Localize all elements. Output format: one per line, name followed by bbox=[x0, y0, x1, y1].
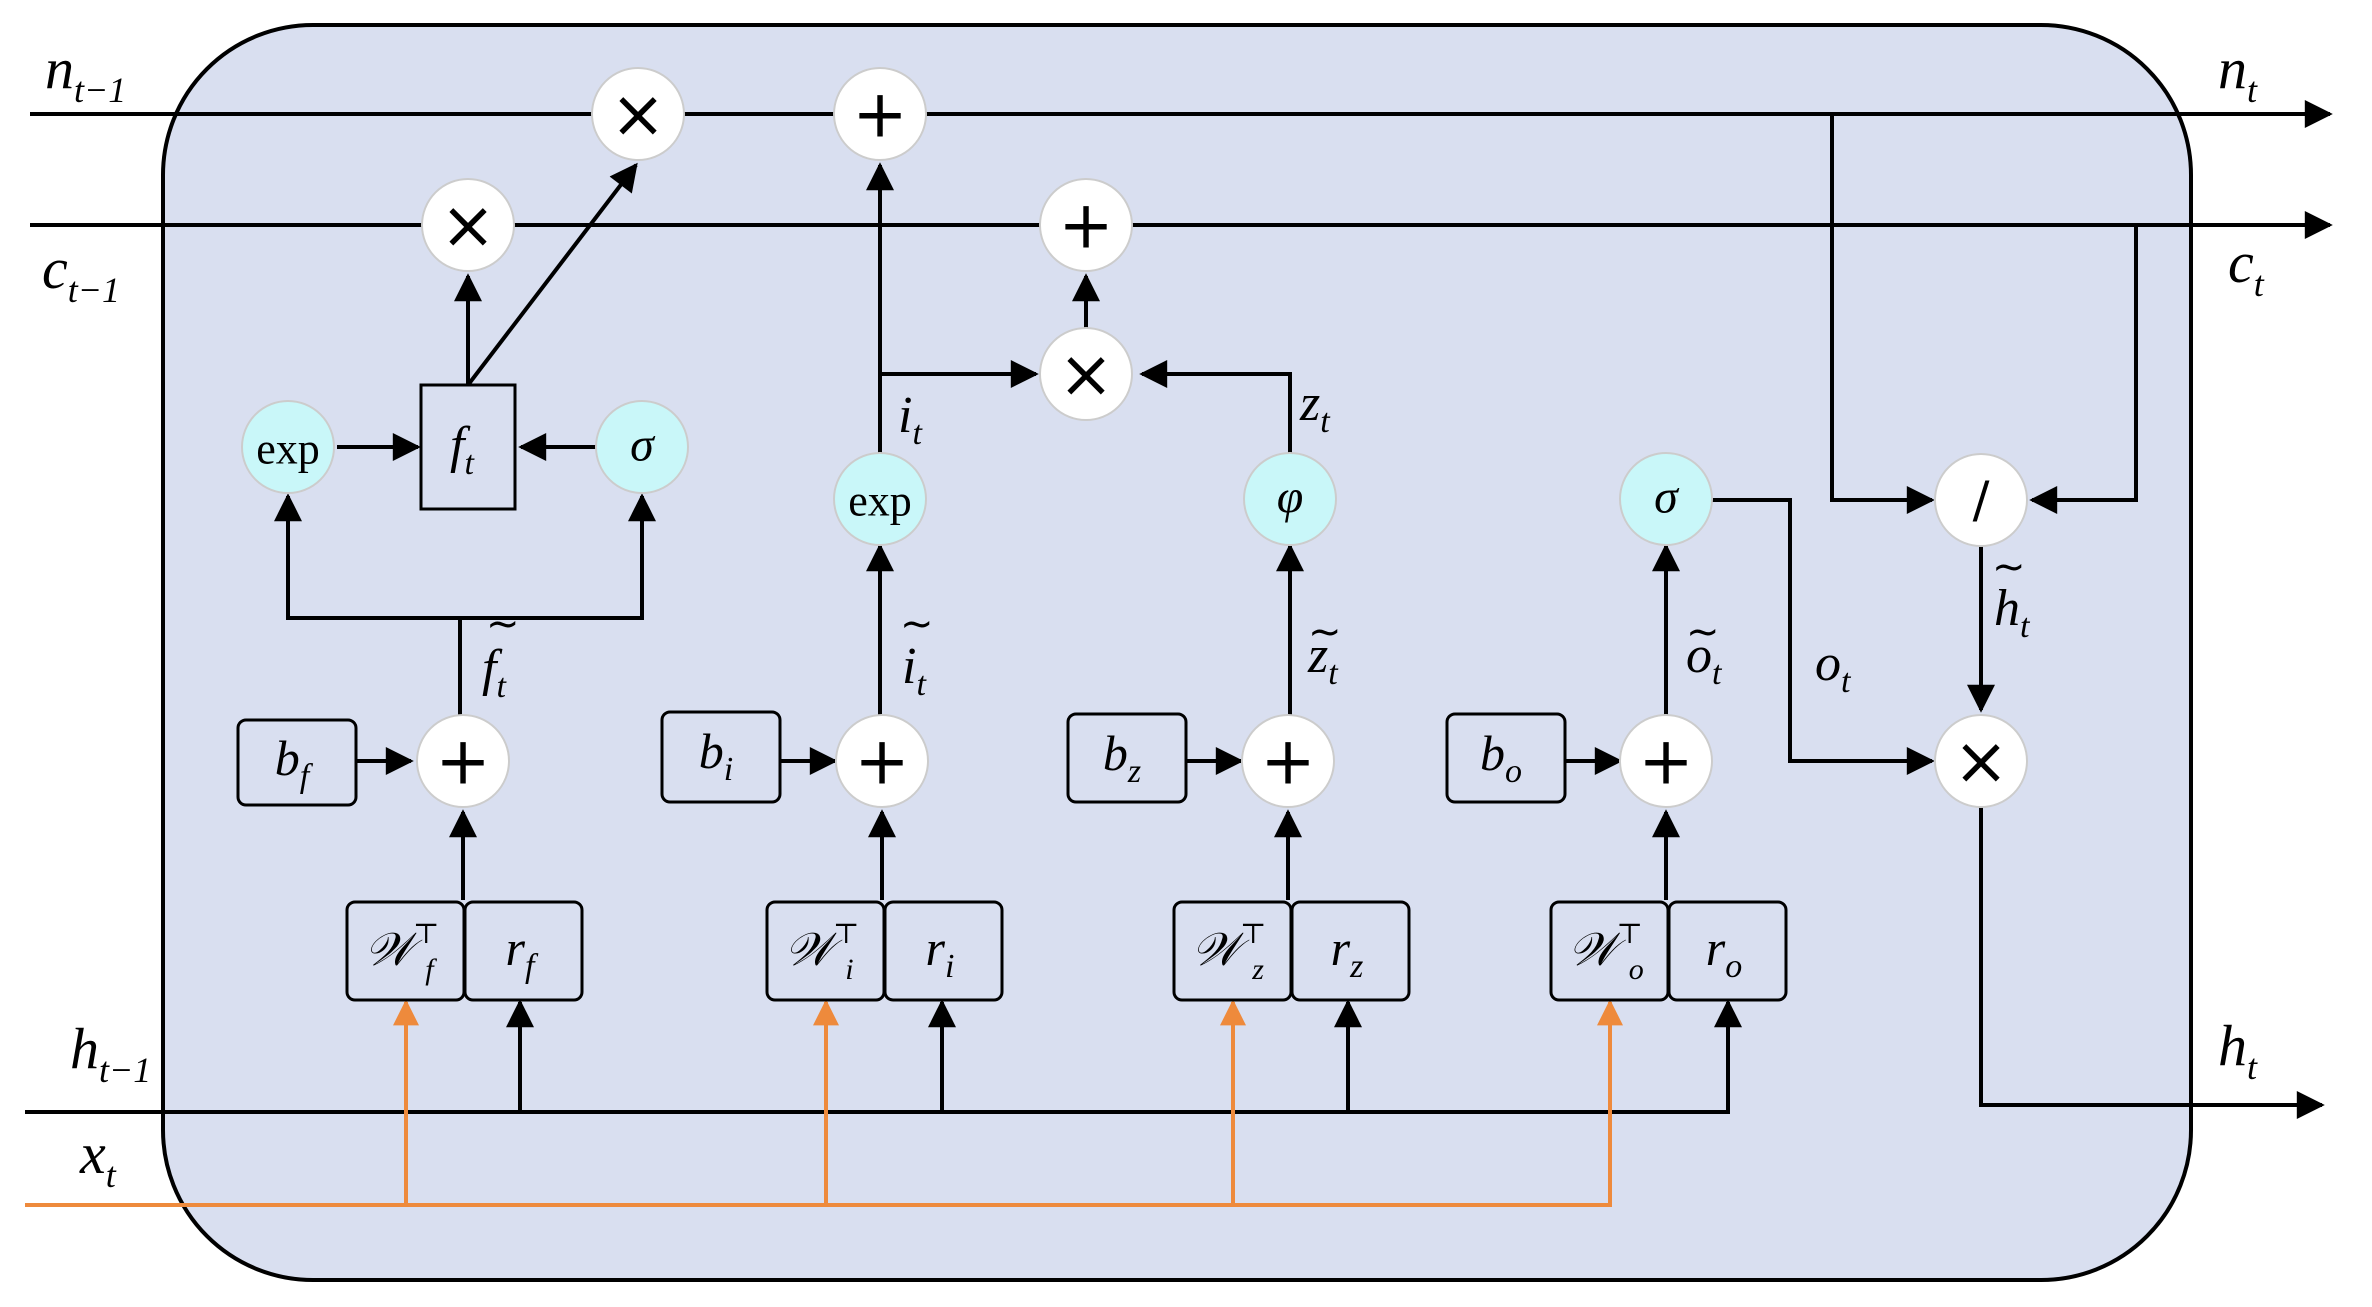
label-o-t: ot bbox=[1815, 635, 1852, 700]
svg-text:φ: φ bbox=[1277, 471, 1304, 524]
label-i-tilde: ~ it bbox=[900, 601, 934, 703]
label-c-out: ct bbox=[2228, 230, 2265, 304]
svg-text:~: ~ bbox=[1308, 609, 1342, 655]
recurrent-box-z: rz bbox=[1290, 900, 1411, 1002]
svg-text:it: it bbox=[902, 638, 927, 703]
svg-text:bo: bo bbox=[1480, 725, 1522, 790]
label-x-in: xt bbox=[79, 1121, 117, 1195]
label-h-out: ht bbox=[2218, 1013, 2258, 1087]
bias-box-i: bi bbox=[660, 710, 782, 804]
svg-text:+: + bbox=[1058, 187, 1113, 264]
activation-sigma-o: σ bbox=[1619, 452, 1713, 546]
label-o-tilde: ~ ot bbox=[1686, 609, 1723, 692]
svg-text:+: + bbox=[1638, 723, 1693, 800]
svg-text:×: × bbox=[610, 76, 665, 153]
bias-box-o: bo bbox=[1445, 712, 1567, 804]
svg-text:σ: σ bbox=[630, 419, 656, 472]
svg-text:exp: exp bbox=[256, 425, 320, 474]
svg-text:exp: exp bbox=[848, 477, 912, 526]
recurrent-box-f: rf bbox=[463, 900, 584, 1002]
svg-text:zt: zt bbox=[1307, 627, 1339, 692]
svg-text:+: + bbox=[854, 723, 909, 800]
multiply-node-n: × bbox=[591, 67, 685, 161]
activation-exp-i: exp bbox=[833, 452, 927, 546]
svg-text:bi: bi bbox=[699, 723, 733, 788]
label-i-t: it bbox=[898, 387, 923, 452]
label-n-prev: nt−1 bbox=[45, 36, 126, 110]
svg-text:~: ~ bbox=[486, 601, 520, 647]
svg-text:𝒲⊤o: 𝒲⊤o bbox=[1568, 919, 1644, 986]
activation-phi-z: φ bbox=[1243, 452, 1337, 546]
activation-sigma-f: σ bbox=[595, 400, 689, 494]
add-node-z: + bbox=[1241, 714, 1335, 808]
label-n-out: nt bbox=[2218, 36, 2258, 110]
add-node-f: + bbox=[416, 714, 510, 808]
weight-box-i: 𝒲⊤i bbox=[765, 900, 886, 1002]
svg-text:~: ~ bbox=[900, 601, 934, 647]
add-node-n: + bbox=[833, 67, 927, 161]
weight-box-z: 𝒲⊤z bbox=[1172, 900, 1293, 1002]
recurrent-box-o: ro bbox=[1667, 900, 1788, 1002]
weight-box-o: 𝒲⊤o bbox=[1549, 900, 1670, 1002]
svg-text:ot: ot bbox=[1686, 627, 1723, 692]
svg-text:×: × bbox=[1058, 336, 1113, 413]
divide-node: / bbox=[1934, 453, 2028, 547]
add-node-i: + bbox=[835, 714, 929, 808]
svg-text:×: × bbox=[440, 187, 495, 264]
bias-box-z: bz bbox=[1066, 712, 1188, 804]
label-h-tilde: ~ ht bbox=[1992, 544, 2031, 645]
svg-text:ro: ro bbox=[1706, 920, 1742, 985]
svg-text:ht: ht bbox=[1994, 580, 2031, 645]
label-c-prev: ct−1 bbox=[42, 236, 120, 310]
label-z-t: zt bbox=[1299, 375, 1331, 440]
svg-text:+: + bbox=[852, 76, 907, 153]
svg-text:σ: σ bbox=[1654, 471, 1680, 524]
edge-labels: nt−1 ct−1 nt ct ht−1 xt ht it zt ot ~ ft… bbox=[42, 36, 2265, 1195]
label-z-tilde: ~ zt bbox=[1307, 609, 1342, 692]
multiply-node-c: × bbox=[421, 178, 515, 272]
connections bbox=[25, 100, 2333, 1119]
activation-exp-f: exp bbox=[241, 400, 335, 494]
weight-box-f: 𝒲⊤f bbox=[345, 900, 466, 1002]
svg-text:~: ~ bbox=[1992, 544, 2026, 590]
multiply-node-iz: × bbox=[1039, 327, 1133, 421]
svg-text:+: + bbox=[1260, 723, 1315, 800]
add-node-c: + bbox=[1039, 178, 1133, 272]
forget-gate-box: ft bbox=[419, 383, 517, 511]
svg-text:×: × bbox=[1953, 723, 2008, 800]
svg-text:rz: rz bbox=[1331, 920, 1364, 985]
svg-text:/: / bbox=[1973, 471, 1990, 529]
recurrent-box-i: ri bbox=[883, 900, 1004, 1002]
svg-text:bz: bz bbox=[1103, 725, 1141, 790]
input-connections bbox=[25, 999, 1623, 1207]
multiply-node-h: × bbox=[1934, 714, 2028, 808]
svg-text:ri: ri bbox=[926, 920, 955, 985]
svg-text:~: ~ bbox=[1686, 609, 1720, 655]
svg-text:+: + bbox=[435, 723, 490, 800]
label-h-prev: ht−1 bbox=[70, 1016, 151, 1090]
add-node-o: + bbox=[1619, 714, 1713, 808]
bias-box-f: bf bbox=[236, 718, 358, 807]
